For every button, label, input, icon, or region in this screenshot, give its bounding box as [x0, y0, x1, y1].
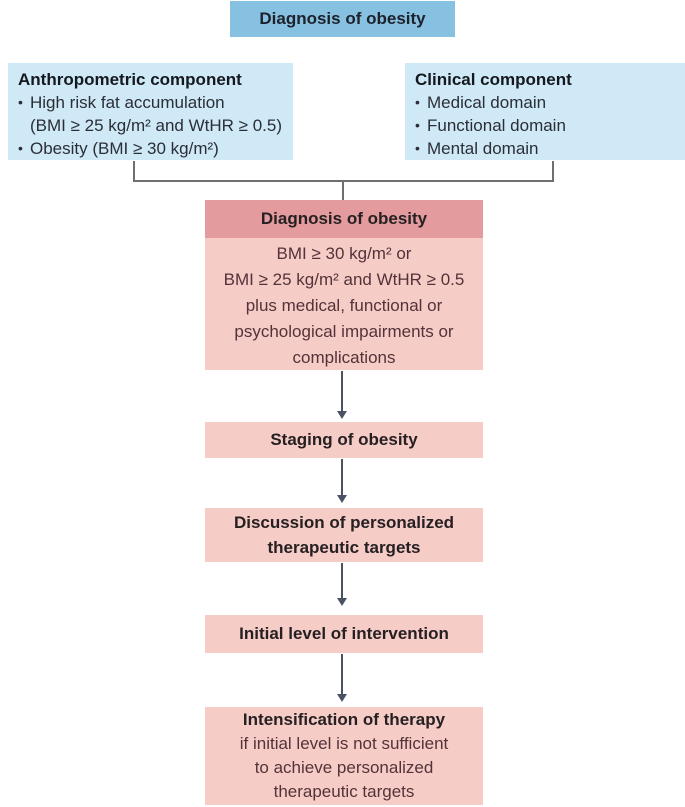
top-banner-diagnosis-of-obesity: Diagnosis of obesity — [230, 1, 455, 37]
diagnosis-of-obesity-box: Diagnosis of obesity BMI ≥ 30 kg/m² or B… — [205, 200, 483, 370]
anthropometric-item-obesity-text: Obesity (BMI ≥ 30 kg/m²) — [30, 139, 219, 158]
diagnosis-criteria-line: BMI ≥ 25 kg/m² and WtHR ≥ 0.5 — [223, 270, 465, 289]
bullet-icon: • — [415, 140, 420, 156]
diagnosis-box-header: Diagnosis of obesity — [205, 200, 483, 238]
diagnosis-criteria-line: psychological impairments or — [234, 322, 454, 341]
clinical-item-mental: • Mental domain — [415, 137, 675, 160]
bullet-icon: • — [18, 94, 23, 110]
bullet-icon: • — [18, 140, 23, 156]
staging-label: Staging of obesity — [270, 430, 418, 449]
diagnosis-criteria-line: BMI ≥ 30 kg/m² or — [276, 244, 412, 263]
clinical-title: Clinical component — [415, 70, 572, 89]
clinical-item-functional: • Functional domain — [415, 114, 675, 137]
diagnosis-box-body: BMI ≥ 30 kg/m² or BMI ≥ 25 kg/m² and WtH… — [205, 238, 483, 374]
clinical-item-medical-text: Medical domain — [427, 93, 547, 112]
anthropometric-item-high-risk: • High risk fat accumulation — [18, 91, 283, 114]
anthropometric-item-obesity: • Obesity (BMI ≥ 30 kg/m²) — [18, 137, 283, 160]
intensification-line1: if initial level is not sufficient — [239, 734, 449, 753]
clinical-component-box: Clinical component • Medical domain • Fu… — [405, 63, 685, 160]
intensification-line2: to achieve personalized — [254, 758, 434, 777]
staging-of-obesity-box: Staging of obesity — [205, 422, 483, 458]
intensification-of-therapy-box: Intensification of therapy if initial le… — [205, 707, 483, 805]
clinical-item-functional-text: Functional domain — [427, 116, 566, 135]
clinical-item-medical: • Medical domain — [415, 91, 675, 114]
arrow-down-icon — [337, 563, 347, 606]
arrow-down-icon — [337, 654, 347, 702]
bullet-icon: • — [415, 94, 420, 110]
discussion-label-line1: Discussion of personalized — [233, 513, 455, 532]
initial-level-of-intervention-box: Initial level of intervention — [205, 615, 483, 653]
intensification-line3: therapeutic targets — [273, 782, 415, 801]
anthropometric-item-high-risk-text: High risk fat accumulation — [30, 93, 225, 112]
anthropometric-component-box: Anthropometric component • High risk fat… — [8, 63, 293, 160]
bullet-icon: • — [415, 117, 420, 133]
initial-level-label: Initial level of intervention — [239, 624, 449, 643]
diagnosis-criteria-line: plus medical, functional or — [245, 296, 443, 315]
anthropometric-title: Anthropometric component — [18, 70, 242, 89]
arrow-down-icon — [337, 371, 347, 419]
discussion-targets-box: Discussion of personalized therapeutic t… — [205, 508, 483, 562]
top-banner-label: Diagnosis of obesity — [259, 9, 426, 28]
diagnosis-criteria-line: complications — [292, 348, 396, 367]
discussion-label-line2: therapeutic targets — [267, 538, 421, 557]
connector-drop-line — [342, 182, 344, 200]
arrow-down-icon — [337, 459, 347, 503]
clinical-item-mental-text: Mental domain — [427, 139, 539, 158]
anthropometric-item-high-risk-criteria: (BMI ≥ 25 kg/m² and WtHR ≥ 0.5) — [30, 116, 282, 135]
connector-elbow — [133, 161, 554, 182]
intensification-title: Intensification of therapy — [242, 710, 446, 729]
